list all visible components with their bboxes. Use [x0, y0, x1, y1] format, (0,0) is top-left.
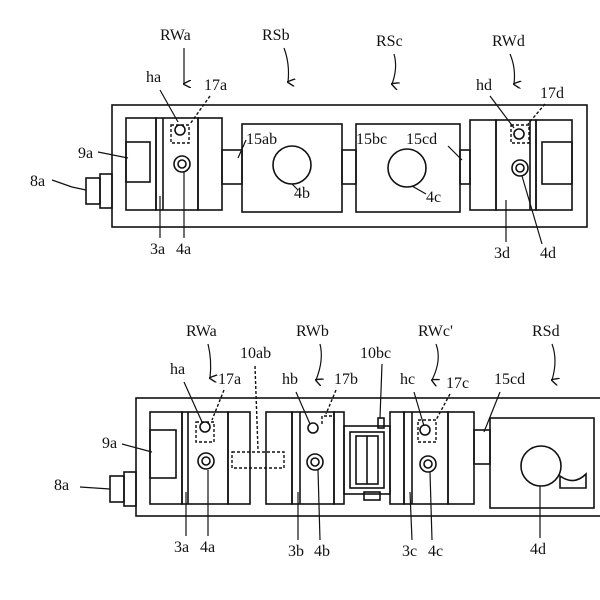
label-10ab-bottom: 10ab: [240, 345, 271, 362]
top-module-rwd: [469, 119, 573, 211]
label-3d-top: 3d: [494, 245, 510, 262]
bottom-connector-8a: [79, 471, 137, 507]
label-3c-bottom: 3c: [402, 543, 417, 560]
top-connector-15cd: [459, 149, 471, 185]
label-rsc-top: RSc: [376, 33, 403, 50]
label-4d-bottom: 4d: [530, 541, 546, 558]
top-connector-8a: [51, 173, 113, 209]
label-rwa-top: RWa: [160, 27, 191, 44]
label-3b-bottom: 3b: [288, 543, 304, 560]
top-figure: RWa RSb RSc RWd ha 17a hd 17d 9a 8a 15ab…: [30, 27, 588, 262]
label-3a-top: 3a: [150, 241, 165, 258]
bottom-housing: [135, 397, 600, 517]
label-17d-top: 17d: [540, 85, 564, 102]
label-rsd-bottom: RSd: [532, 323, 560, 340]
label-4c-bottom: 4c: [428, 543, 443, 560]
bottom-connector-10bc: [343, 417, 391, 501]
label-rwc-bottom: RWc': [418, 323, 453, 340]
bottom-figure: RWa RWb RWc' RSd 10ab 10bc ha 17a hb 17b…: [54, 323, 600, 560]
label-4b-bottom: 4b: [314, 543, 330, 560]
label-ha-top: ha: [146, 69, 161, 86]
label-10bc-bottom: 10bc: [360, 345, 391, 362]
bottom-module-rwc: [389, 411, 475, 505]
label-4d-top: 4d: [540, 245, 556, 262]
label-15cd-bottom: 15cd: [494, 371, 525, 388]
top-connector-15bc: [341, 149, 357, 185]
bottom-connector-15cd: [473, 429, 491, 465]
label-17a-bottom: 17a: [218, 371, 241, 388]
label-15ab-top: 15ab: [246, 131, 277, 148]
label-4a-top: 4a: [176, 241, 191, 258]
label-hb-bottom: hb: [282, 371, 298, 388]
bottom-module-rwa: [149, 411, 251, 505]
top-dashed-17d: [510, 124, 530, 144]
label-4c-top: 4c: [426, 189, 441, 206]
label-15cd-top: 15cd: [406, 131, 437, 148]
label-9a-top: 9a: [78, 145, 93, 162]
top-dashed-17a: [170, 124, 190, 144]
label-4a-bottom: 4a: [200, 539, 215, 556]
top-housing: [111, 104, 588, 228]
label-ha-bottom: ha: [170, 361, 185, 378]
bottom-dashed-10ab: [231, 451, 285, 469]
label-3a-bottom: 3a: [174, 539, 189, 556]
top-module-rwa: [125, 117, 223, 211]
label-9a-bottom: 9a: [102, 435, 117, 452]
label-17a-top: 17a: [204, 77, 227, 94]
label-hd-top: hd: [476, 77, 492, 94]
label-4b-top: 4b: [294, 185, 310, 202]
label-17c-bottom: 17c: [446, 375, 469, 392]
label-rwb-bottom: RWb: [296, 323, 329, 340]
label-rwa-bottom: RWa: [186, 323, 217, 340]
label-rsb-top: RSb: [262, 27, 290, 44]
label-8a-bottom: 8a: [54, 477, 69, 494]
label-rwd-top: RWd: [492, 33, 525, 50]
label-17b-bottom: 17b: [334, 371, 358, 388]
bottom-module-rwb: [265, 411, 345, 505]
label-8a-top: 8a: [30, 173, 45, 190]
label-15bc-top: 15bc: [356, 131, 387, 148]
label-hc-bottom: hc: [400, 371, 415, 388]
bottom-module-rsd: [489, 417, 595, 509]
